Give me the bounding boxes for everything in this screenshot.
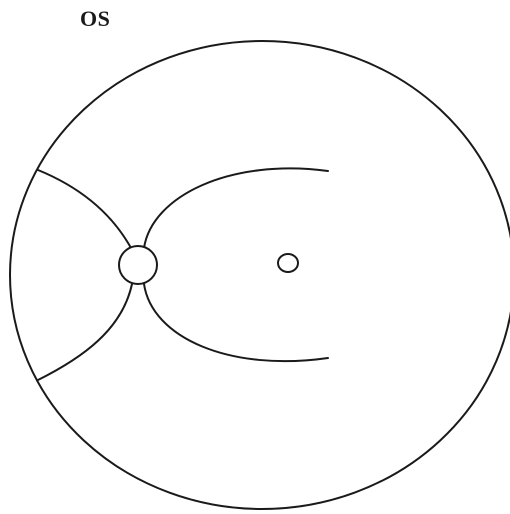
upper-arcade-vessel [144,168,328,248]
upper-outer-vessel [38,170,131,248]
fovea-marker [278,254,298,272]
fundus-outline [10,41,510,509]
lower-arcade-vessel [144,284,328,361]
lower-outer-vessel [38,284,132,380]
optic-disc [119,246,157,284]
eye-label: OS [80,6,110,32]
